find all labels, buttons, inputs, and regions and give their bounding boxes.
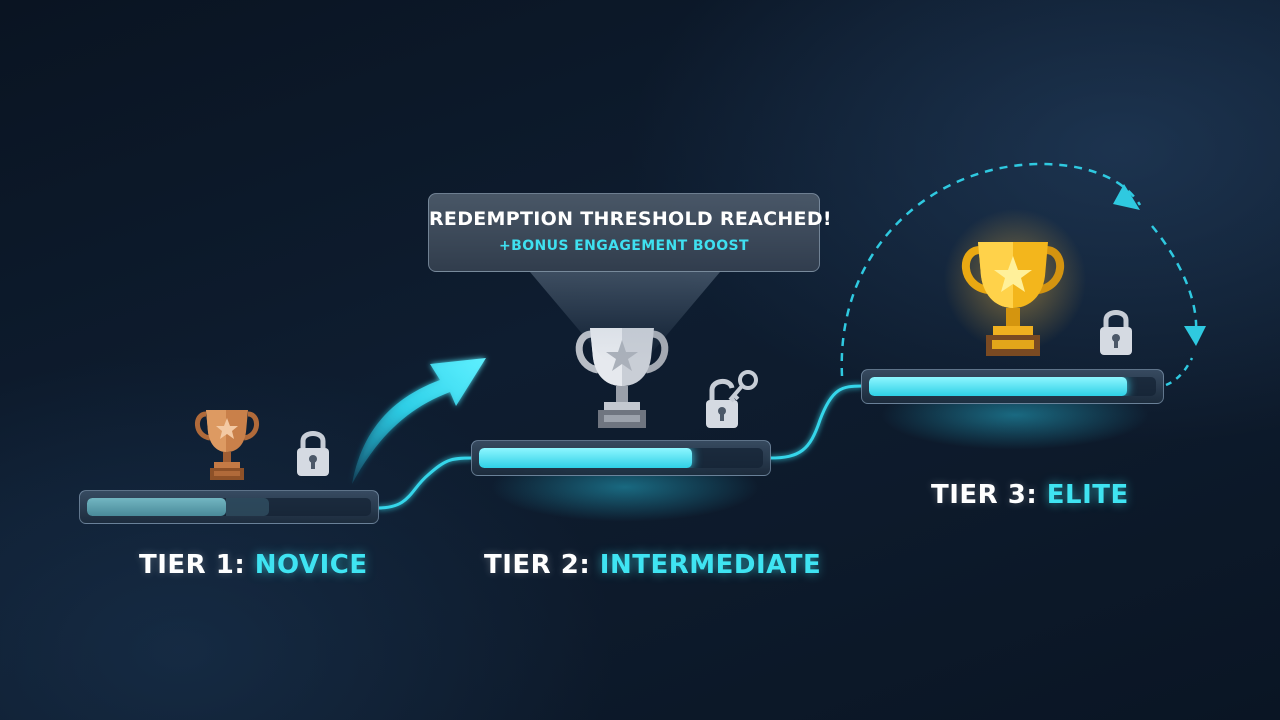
padlock-unlocked-key-icon: [706, 370, 758, 428]
connector-line-2-3: [769, 384, 863, 460]
tier-2-name: INTERMEDIATE: [599, 550, 822, 580]
tier-2-prefix: TIER 2:: [484, 550, 591, 580]
tier-3-label: TIER 3: ELITE: [931, 480, 1129, 510]
tier-1-progress-bar: [79, 490, 379, 524]
dashed-loop-arrowhead-right: [1184, 326, 1206, 346]
dashed-loop-tail: [1165, 357, 1194, 387]
tier-3-progress-fill: [869, 377, 1128, 396]
dashed-loop-arrow: [840, 162, 1142, 377]
tier-3-prefix: TIER 3:: [931, 480, 1038, 510]
bronze-trophy-icon: [195, 410, 259, 480]
tooltip-subtitle: +BONUS ENGAGEMENT BOOST: [499, 238, 749, 254]
tier-3-progress-bar: [861, 369, 1164, 404]
tier-1-name: NOVICE: [254, 550, 368, 580]
tier-3-name: ELITE: [1046, 480, 1129, 510]
tier-2-progress-bar: [471, 440, 771, 476]
connector-line-1-2: [377, 456, 473, 510]
dashed-loop-return: [1151, 225, 1198, 333]
tier-2-label: TIER 2: INTERMEDIATE: [484, 550, 821, 580]
threshold-reached-tooltip: REDEMPTION THRESHOLD REACHED! +BONUS ENG…: [428, 193, 832, 272]
tier-1-progress-fill: [87, 498, 227, 516]
gold-trophy-icon: [962, 242, 1064, 356]
silver-trophy-icon: [575, 328, 669, 428]
padlock-locked-icon: [1100, 310, 1132, 355]
tier-1-progress-remainder: [226, 498, 269, 516]
tier-1-label: TIER 1: NOVICE: [139, 550, 368, 580]
upward-arrow-icon: [352, 358, 486, 484]
tier-2-progress-fill: [479, 448, 692, 468]
padlock-locked-icon: [297, 431, 329, 476]
tier-1-prefix: TIER 1:: [139, 550, 246, 580]
dashed-loop-arrowhead-top: [1113, 184, 1140, 210]
tooltip-title: REDEMPTION THRESHOLD REACHED!: [429, 208, 832, 230]
